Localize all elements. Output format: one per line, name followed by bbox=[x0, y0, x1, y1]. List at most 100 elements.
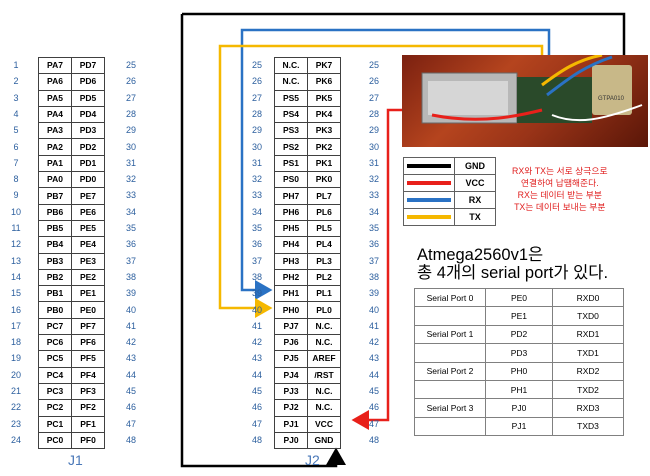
pin-number: 37 bbox=[251, 255, 262, 266]
serial-cell bbox=[414, 379, 486, 400]
pin-number: 41 bbox=[368, 320, 379, 331]
pin-number: 36 bbox=[251, 239, 262, 250]
pin-number: 46 bbox=[368, 402, 379, 413]
pin-number: 15 bbox=[10, 288, 21, 299]
pin-number: 38 bbox=[251, 271, 262, 282]
pin-name: PA0 bbox=[38, 171, 72, 189]
pin-name: AREF bbox=[307, 350, 341, 368]
pin-name: PJ3 bbox=[274, 382, 308, 401]
pin-name: PC7 bbox=[38, 317, 72, 336]
pin-number: 44 bbox=[125, 369, 136, 380]
pin-number: 43 bbox=[368, 353, 379, 364]
pin-name: PE5 bbox=[71, 219, 105, 238]
pin-number: 46 bbox=[251, 402, 262, 413]
pin-name: PL1 bbox=[307, 285, 341, 303]
pin-number: 35 bbox=[251, 223, 262, 233]
pin-name: PA3 bbox=[38, 122, 72, 140]
pin-name: PE3 bbox=[71, 252, 105, 270]
serial-cell: Serial Port 2 bbox=[414, 361, 486, 381]
serial-cell: PH0 bbox=[485, 361, 553, 381]
pin-number: 47 bbox=[251, 418, 262, 429]
legend-label: RX bbox=[454, 191, 496, 209]
serial-cell bbox=[414, 416, 486, 437]
pin-number: 38 bbox=[368, 271, 379, 282]
pin-name: PF0 bbox=[71, 431, 105, 450]
j2-pin-row: N.C.PK6 bbox=[274, 73, 341, 91]
pin-number: 43 bbox=[251, 353, 262, 364]
pin-number: 12 bbox=[10, 239, 21, 250]
pin-number: 16 bbox=[10, 304, 21, 315]
pin-number: 31 bbox=[368, 157, 379, 168]
legend-swatch bbox=[403, 191, 455, 209]
pin-name: PB4 bbox=[38, 236, 72, 254]
pin-name: PL0 bbox=[307, 301, 341, 319]
pin-name: PB0 bbox=[38, 301, 72, 319]
pin-name: PA1 bbox=[38, 154, 72, 173]
pin-name: PH1 bbox=[274, 285, 308, 303]
serial-cell: PE1 bbox=[485, 306, 553, 326]
gnd-wire-lower bbox=[180, 14, 346, 468]
pin-number: 11 bbox=[11, 223, 21, 233]
pin-number: 17 bbox=[10, 320, 21, 331]
pin-number: 48 bbox=[251, 434, 262, 445]
pin-name: PF2 bbox=[71, 399, 105, 417]
pin-name: /RST bbox=[307, 366, 341, 384]
pin-number: 22 bbox=[10, 402, 21, 413]
serial-cell: PJ1 bbox=[485, 416, 553, 437]
pin-number: 2 bbox=[13, 76, 19, 87]
serial-cell: PD2 bbox=[485, 324, 553, 345]
pin-name: PC5 bbox=[38, 350, 72, 368]
pin-name: PS5 bbox=[274, 89, 308, 107]
pin-name: N.C. bbox=[307, 334, 341, 352]
pin-name: PH3 bbox=[274, 252, 308, 270]
serial-cell: RXD3 bbox=[552, 398, 624, 418]
pin-number: 19 bbox=[10, 353, 21, 364]
pin-name: PH5 bbox=[274, 219, 308, 238]
legend-row: TX bbox=[403, 208, 496, 226]
pin-number: 25 bbox=[125, 60, 136, 70]
pin-name: PC4 bbox=[38, 366, 72, 384]
legend-swatch bbox=[403, 208, 455, 226]
pin-name: PF3 bbox=[71, 382, 105, 401]
pin-number: 27 bbox=[368, 92, 379, 103]
pin-name: PB2 bbox=[38, 268, 72, 287]
pin-name: PJ2 bbox=[274, 399, 308, 417]
serial-cell: PH1 bbox=[485, 379, 553, 400]
gnd-wire bbox=[182, 12, 626, 62]
pin-name: N.C. bbox=[274, 73, 308, 91]
serial-cell: RXD2 bbox=[552, 361, 624, 381]
pin-name: PF5 bbox=[71, 350, 105, 368]
pin-number: 27 bbox=[251, 92, 262, 103]
pin-number: 32 bbox=[125, 174, 136, 185]
pin-name: VCC bbox=[307, 415, 341, 433]
serial-cell: RXD1 bbox=[552, 324, 624, 345]
pin-name: PH0 bbox=[274, 301, 308, 319]
pin-name: PB7 bbox=[38, 187, 72, 205]
pin-name: N.C. bbox=[307, 399, 341, 417]
pin-number: 23 bbox=[10, 418, 21, 429]
pin-number: 30 bbox=[368, 141, 379, 152]
pin-name: PA5 bbox=[38, 89, 72, 107]
pin-name: PF4 bbox=[71, 366, 105, 384]
